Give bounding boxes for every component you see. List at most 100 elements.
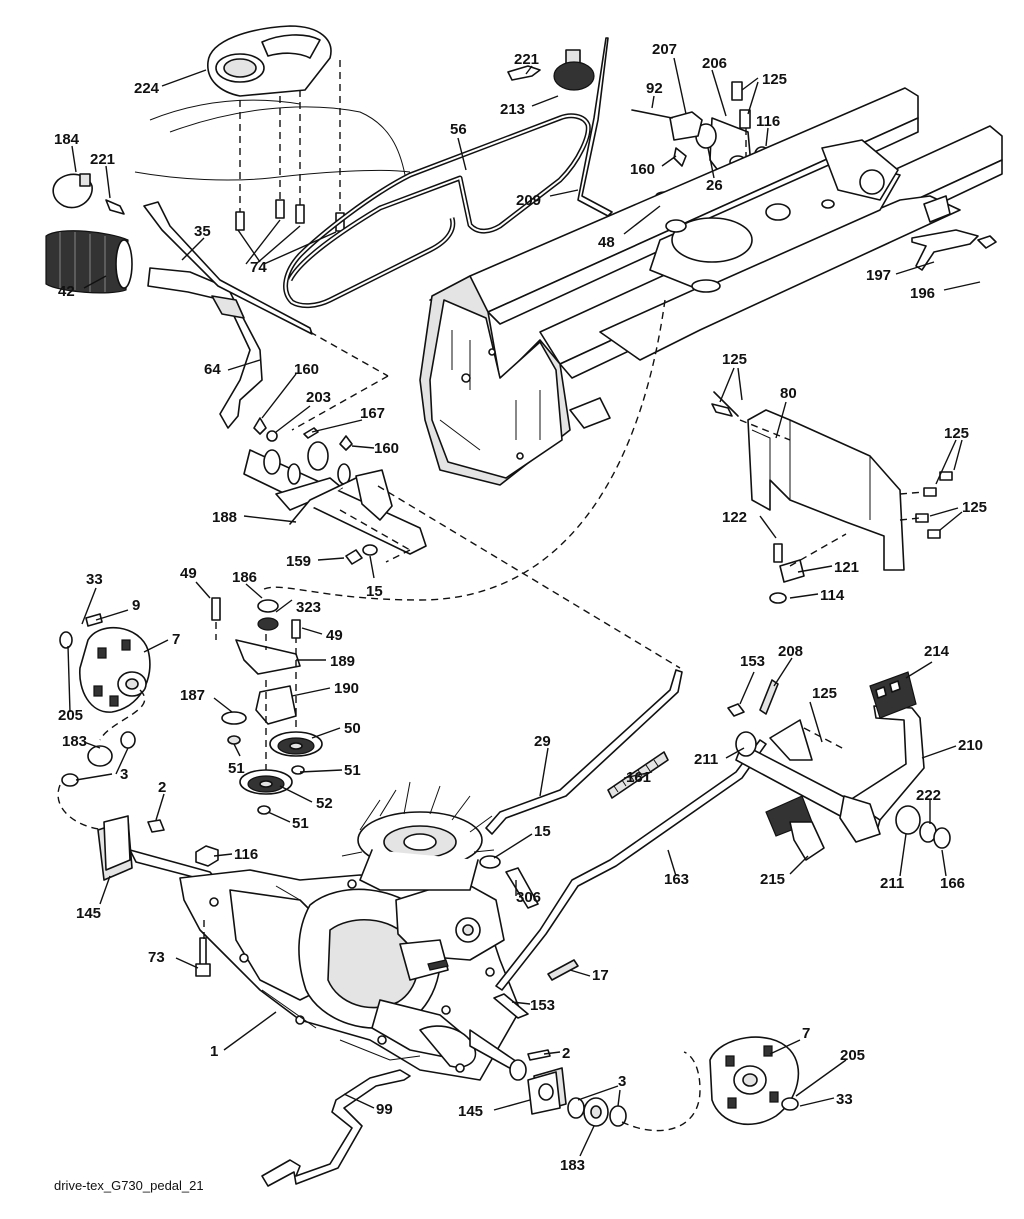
callout-187: 187	[180, 687, 205, 704]
callout-208: 208	[778, 643, 803, 660]
callout-222: 222	[916, 787, 941, 804]
callout-3: 3	[120, 766, 128, 783]
callout-52: 52	[316, 795, 333, 812]
grip-icon	[45, 230, 133, 294]
lever-64-icon	[147, 267, 263, 429]
callout-210: 210	[958, 737, 983, 754]
callout-306: 306	[516, 889, 541, 906]
bolts-49-icon	[211, 597, 301, 639]
bolt-73-icon	[195, 920, 211, 977]
callout-116: 116	[756, 113, 780, 130]
screw-306-icon	[505, 867, 539, 909]
callout-163: 163	[664, 871, 689, 888]
callout-205: 205	[840, 1047, 865, 1064]
pedal-shaft-210-icon	[735, 705, 925, 843]
callout-121: 121	[834, 559, 859, 576]
callout-29: 29	[534, 733, 551, 750]
callout-183: 183	[560, 1157, 585, 1174]
callout-3: 3	[618, 1073, 626, 1090]
leader-lines	[67, 57, 981, 1157]
callout-125: 125	[944, 425, 969, 442]
callout-125: 125	[812, 685, 837, 702]
callout-160: 160	[374, 440, 399, 457]
cooling-fan-icon	[341, 781, 495, 891]
callout-64: 64	[204, 361, 221, 378]
screw-74-icon	[235, 199, 345, 232]
washer-187-icon	[221, 711, 247, 745]
callout-7: 7	[172, 631, 180, 648]
callout-125: 125	[722, 351, 747, 368]
bracket-80-icon	[711, 391, 953, 571]
diagram-caption: drive-tex_G730_pedal_21	[54, 1178, 204, 1193]
callout-125: 125	[962, 499, 987, 516]
callout-49: 49	[180, 565, 197, 582]
callout-221: 221	[514, 51, 539, 68]
washers-222-166-icon	[919, 821, 951, 849]
callout-206: 206	[702, 55, 727, 72]
callout-51: 51	[344, 762, 361, 779]
pulley-icon	[239, 731, 323, 815]
callout-205: 205	[58, 707, 83, 724]
knob-icon	[52, 173, 125, 215]
callout-15: 15	[366, 583, 383, 600]
spacers-3-icon	[567, 1051, 701, 1132]
rod-35-icon	[143, 201, 389, 431]
callout-33: 33	[86, 571, 103, 588]
callout-186: 186	[232, 569, 257, 586]
callout-50: 50	[344, 720, 361, 737]
transaxle-icon	[97, 815, 527, 1081]
callout-224: 224	[134, 80, 160, 97]
hub-icon	[59, 613, 151, 741]
rod-163-icon	[495, 739, 767, 991]
nut-116-icon	[195, 845, 219, 867]
callout-153: 153	[740, 653, 765, 670]
dash-panel-icon	[134, 25, 411, 215]
callout-166: 166	[940, 875, 965, 892]
callout-221: 221	[90, 151, 115, 168]
callout-215: 215	[760, 871, 785, 888]
pin-153-icon	[493, 703, 745, 1019]
drive-belt-icon	[283, 113, 591, 309]
callout-214: 214	[924, 643, 950, 660]
callout-159: 159	[286, 553, 311, 570]
callout-17: 17	[592, 967, 609, 984]
callout-211: 211	[694, 751, 718, 768]
bracket-145-icon	[527, 1067, 567, 1115]
callout-114: 114	[820, 587, 845, 604]
rod-209-icon	[577, 37, 613, 217]
callout-9: 9	[132, 597, 140, 614]
rod-99-icon	[261, 1069, 411, 1187]
callout-323: 323	[296, 599, 321, 616]
callout-145: 145	[458, 1103, 483, 1120]
callout-33: 33	[836, 1091, 853, 1108]
bearing-186-icon	[257, 599, 279, 631]
callout-2: 2	[158, 779, 166, 796]
callout-99: 99	[376, 1101, 393, 1118]
callout-74: 74	[250, 259, 267, 276]
callout-73: 73	[148, 949, 165, 966]
callout-167: 167	[360, 405, 385, 422]
callout-184: 184	[54, 131, 80, 148]
callout-7: 7	[802, 1025, 810, 1042]
cap-icon	[507, 49, 595, 91]
callout-labels: 224 56 221 213 92 207 206 125 116 160 26…	[54, 41, 987, 1174]
callout-209: 209	[516, 192, 541, 209]
shaft-188-icon	[243, 441, 427, 563]
callout-15: 15	[534, 823, 551, 840]
callout-183: 183	[62, 733, 87, 750]
pins-160-icon	[253, 417, 353, 451]
callout-51: 51	[228, 760, 245, 777]
handle-197-icon	[911, 229, 997, 271]
spring-208-icon	[759, 679, 779, 715]
callout-189: 189	[330, 653, 355, 670]
callout-160: 160	[630, 161, 655, 178]
callout-211: 211	[880, 875, 904, 892]
callout-190: 190	[334, 680, 359, 697]
spring-17-icon	[547, 959, 579, 981]
hub-right-icon	[709, 1036, 800, 1125]
callout-213: 213	[500, 101, 525, 118]
bracket-121-icon	[769, 533, 847, 604]
clip-159-icon	[345, 544, 378, 565]
callout-153: 153	[530, 997, 555, 1014]
